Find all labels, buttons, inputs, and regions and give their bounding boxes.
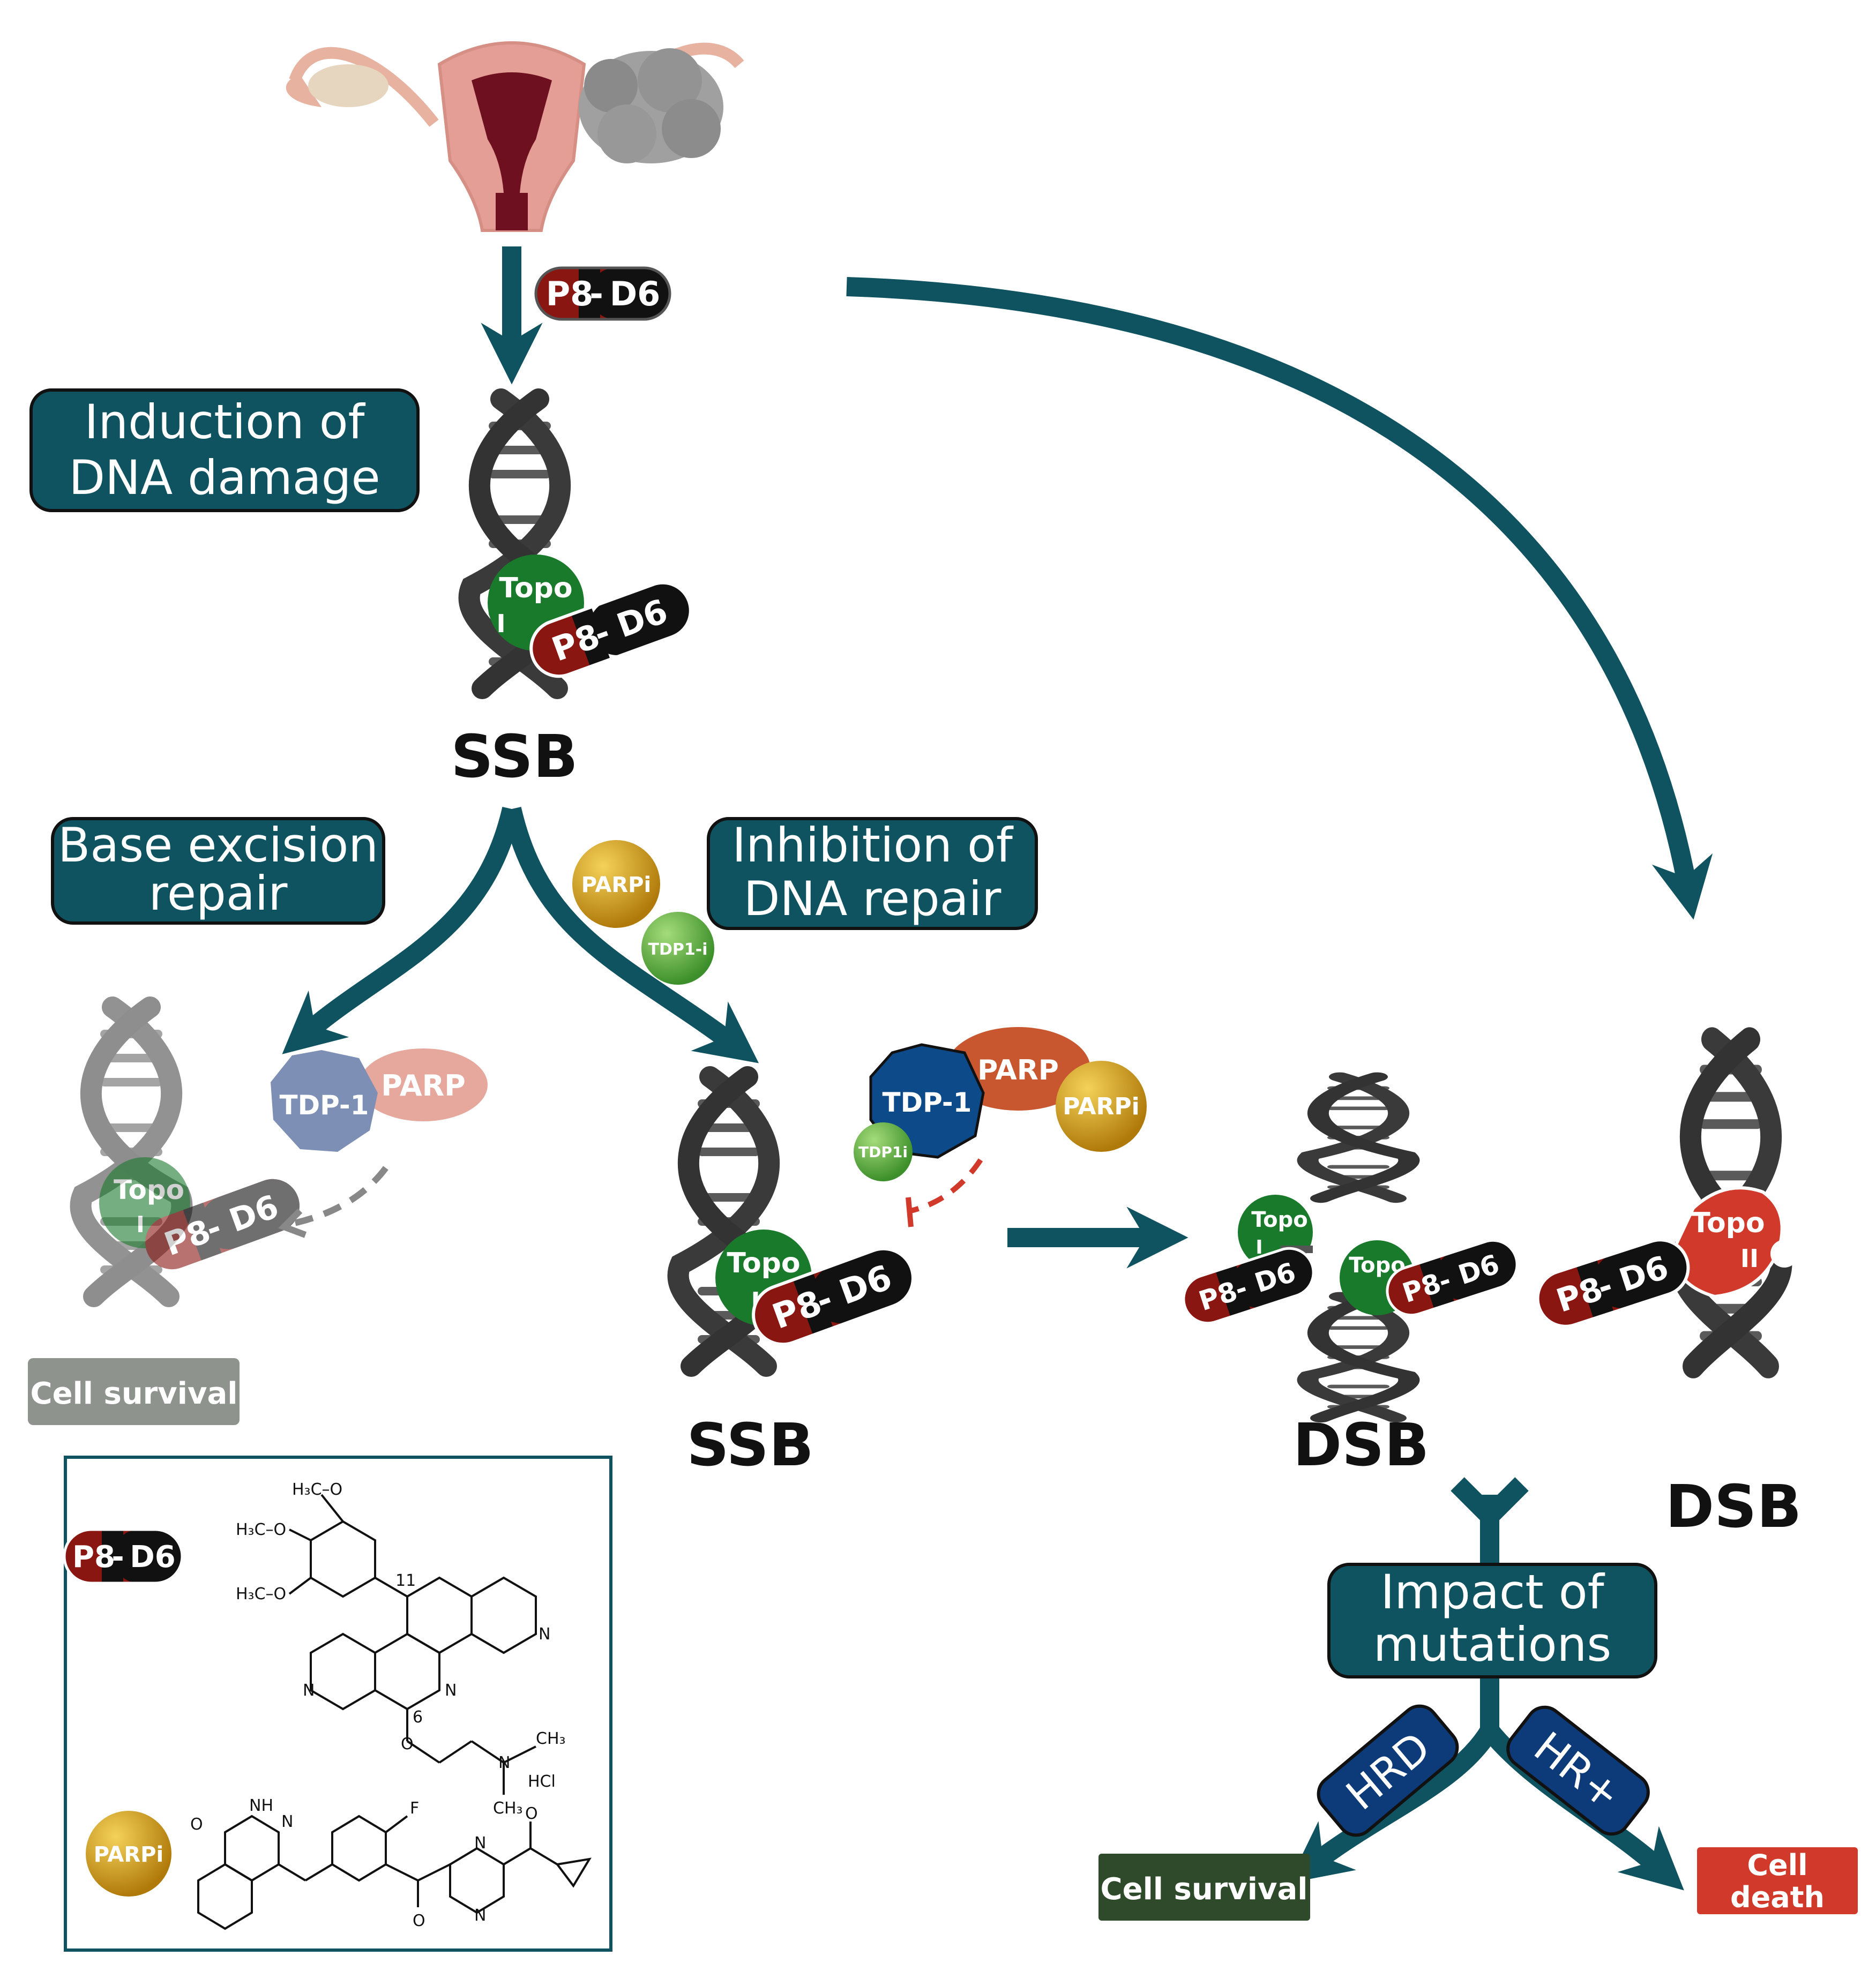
svg-text:CH₃: CH₃	[493, 1799, 523, 1818]
svg-text:N: N	[281, 1812, 293, 1831]
svg-text:Cell: Cell	[1747, 1848, 1807, 1882]
label-inhibition-of-dna-repair: Inhibition of DNA repair	[707, 817, 1038, 930]
svg-text:Topo: Topo	[1691, 1207, 1765, 1239]
svg-text:TDP-1: TDP-1	[280, 1090, 369, 1121]
svg-text:I: I	[1255, 1236, 1262, 1258]
topo-i-complex-left-grey: Topo I P8 - D6	[99, 1157, 300, 1270]
svg-text:TDP1i: TDP1i	[858, 1143, 908, 1161]
label-base-excision-repair: Base excision repair	[51, 817, 385, 925]
svg-text:Topo: Topo	[1251, 1208, 1308, 1232]
parpi-legend-ball: PARPi	[86, 1811, 171, 1897]
svg-text:PARPi: PARPi	[1063, 1093, 1139, 1120]
dsb-label-right: DSB	[1665, 1472, 1802, 1541]
p8-d6-pill-topo-ii: P8 - D6	[1536, 1238, 1690, 1328]
svg-text:D6: D6	[130, 1540, 175, 1575]
svg-text:-: -	[589, 274, 603, 313]
svg-text:DNA damage: DNA damage	[69, 450, 380, 505]
svg-text:Topo: Topo	[114, 1174, 184, 1205]
svg-text:H₃C–O: H₃C–O	[236, 1520, 286, 1539]
ovarian-tumor-icon	[579, 48, 723, 163]
topo-ii-complex: Topo II P8 - D6	[1536, 1186, 1798, 1328]
svg-text:Inhibition of: Inhibition of	[732, 818, 1014, 873]
parpi-structure	[197, 1815, 592, 1930]
topo-i-complex-top: Topo I P8 - D6	[488, 554, 692, 678]
svg-text:O: O	[413, 1912, 425, 1930]
svg-text:PARPi: PARPi	[94, 1842, 163, 1867]
svg-text:N: N	[445, 1681, 457, 1700]
svg-text:Induction of: Induction of	[84, 394, 365, 449]
uterus-illustration	[286, 41, 744, 232]
tdp1-parp-complex-inhibited: PARP TDP-1 PARPi TDP1i	[854, 1027, 1147, 1227]
svg-text:P8: P8	[72, 1540, 115, 1575]
svg-text:Topo: Topo	[499, 572, 572, 604]
svg-text:N: N	[303, 1681, 315, 1700]
svg-text:N: N	[474, 1834, 486, 1853]
svg-text:DNA repair: DNA repair	[744, 871, 1001, 926]
svg-text:11: 11	[395, 1571, 416, 1590]
svg-text:repair: repair	[149, 866, 288, 921]
p8-d6-pill-arrow: P8 - D6	[534, 266, 671, 321]
svg-text:N: N	[498, 1753, 510, 1772]
ssb-label-middle: SSB	[686, 1411, 813, 1479]
ssb-label-top: SSB	[451, 722, 578, 791]
outcome-cell-death: Cell death	[1697, 1847, 1858, 1914]
topo-i-complex-dsb-right: Topo I P8 - D6	[1340, 1239, 1519, 1317]
svg-text:P8: P8	[546, 274, 594, 313]
svg-text:PARPi: PARPi	[581, 873, 651, 897]
p8-d6-legend-pill: P8 - D6	[63, 1528, 184, 1585]
svg-text:Topo: Topo	[727, 1247, 800, 1279]
svg-text:Cell survival: Cell survival	[1101, 1872, 1308, 1907]
dsb-label-middle: DSB	[1293, 1411, 1429, 1479]
label-impact-of-mutations: Impact of mutations	[1327, 1563, 1657, 1678]
svg-text:H₃C–O: H₃C–O	[292, 1480, 342, 1499]
svg-text:Cell survival: Cell survival	[31, 1376, 238, 1411]
svg-text:PARP: PARP	[977, 1054, 1059, 1086]
svg-text:I: I	[136, 1211, 145, 1238]
svg-text:6: 6	[413, 1708, 423, 1727]
tdp1-i-ball: TDP1-i	[641, 912, 714, 985]
outcome-cell-survival-left: Cell survival	[28, 1358, 240, 1425]
svg-text:CH₃: CH₃	[536, 1729, 566, 1748]
svg-text:TDP1-i: TDP1-i	[648, 940, 708, 959]
svg-text:mutations: mutations	[1373, 1617, 1611, 1672]
svg-text:death: death	[1730, 1880, 1825, 1914]
label-induction-of-dna-damage: Induction of DNA damage	[29, 388, 420, 512]
svg-text:H₃C–O: H₃C–O	[236, 1585, 286, 1603]
outcome-cell-survival-right: Cell survival	[1098, 1854, 1310, 1921]
dna-helix-dsb-lower	[1308, 1296, 1409, 1418]
svg-text:HCl: HCl	[528, 1772, 556, 1791]
svg-text:PARP: PARP	[381, 1069, 466, 1103]
svg-text:D6: D6	[610, 274, 661, 313]
svg-text:-: -	[111, 1540, 124, 1575]
svg-text:N: N	[539, 1625, 550, 1644]
tdp1-parp-complex-grey: PARP TDP-1	[271, 1048, 488, 1238]
topo-i-complex-dsb-left: Topo I P8 - D6	[1182, 1195, 1315, 1325]
svg-text:II: II	[1740, 1244, 1759, 1273]
topo-i-complex-middle: Topo I P8 - D6	[715, 1230, 915, 1346]
svg-text:Impact of: Impact of	[1380, 1564, 1605, 1620]
flow-arrows	[282, 246, 1713, 1891]
svg-text:I: I	[496, 609, 505, 638]
hr-plus-tag: HR+	[1506, 1705, 1650, 1836]
svg-text:NH: NH	[249, 1796, 273, 1815]
svg-text:F: F	[410, 1799, 419, 1818]
svg-text:O: O	[190, 1815, 203, 1834]
dna-helix-dsb-upper	[1308, 1077, 1409, 1198]
svg-text:O: O	[525, 1804, 538, 1823]
structure-inset: P8 - D6 H₃C–O H₃C–O H₃C–O 11 N N N	[63, 1456, 612, 1952]
svg-text:Base excision: Base excision	[58, 818, 378, 873]
parpi-ball: PARPi	[572, 840, 660, 928]
svg-text:TDP-1: TDP-1	[883, 1087, 972, 1118]
p8-d6-pill-top: P8 - D6	[529, 581, 692, 678]
p8-d6-structure	[288, 1494, 537, 1795]
svg-text:N: N	[474, 1906, 486, 1925]
svg-text:O: O	[401, 1735, 414, 1753]
